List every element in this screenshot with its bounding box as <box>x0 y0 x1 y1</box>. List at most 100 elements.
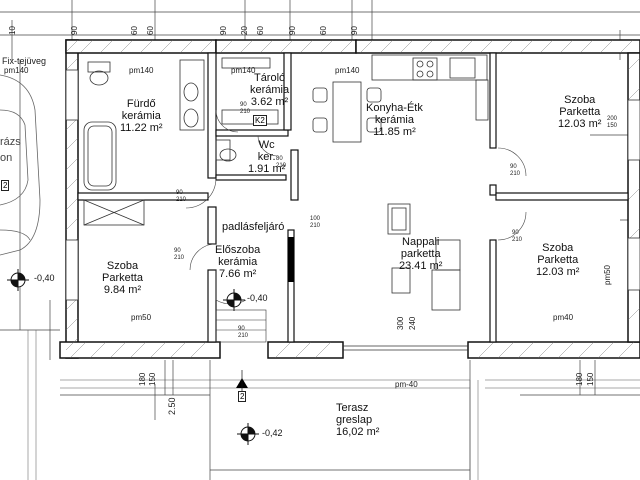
garage-label: rázs <box>0 136 21 148</box>
bottom-dim: 150 <box>148 372 157 386</box>
sliding-door-block <box>288 237 294 282</box>
dim-width: 90 <box>238 326 245 332</box>
dim-height: 210 <box>310 223 321 229</box>
room-area: 23.41 m² <box>399 260 443 272</box>
garage-label-2: on <box>0 152 13 164</box>
top-dim: 90 <box>350 26 359 35</box>
pm140-label: pm140 <box>231 66 256 75</box>
dim-width: 90 <box>512 230 519 236</box>
room-finish: parketta <box>400 248 441 260</box>
room-name: Konyha-Étk <box>366 102 423 114</box>
garage-car <box>0 74 41 256</box>
wall-hatching <box>65 39 640 359</box>
room-finish: kerámia <box>218 256 258 268</box>
room-finish: Parketta <box>537 254 579 266</box>
terrace-dim: 2.50 <box>167 397 177 415</box>
top-dim: 20 <box>240 26 249 35</box>
terrace-hatch <box>27 330 640 480</box>
room-area: 3.62 m² <box>250 96 289 108</box>
room-label-furdo: Fürdő kerámia 11.22 m² <box>120 98 163 134</box>
room-area: 7.66 m² <box>218 268 257 280</box>
bottom-dim: 180 <box>575 372 584 386</box>
dim-width: 90 <box>510 164 517 170</box>
room-label-szoba-ne: Szoba Parketta 12.03 m² <box>558 94 601 130</box>
dim-height: 210 <box>512 237 523 243</box>
room-name: Szoba <box>564 94 596 106</box>
room-finish: Parketta <box>559 106 601 118</box>
room-label-eloszoba: Előszoba kerámia 7.66 m² <box>215 244 260 280</box>
dim-width: 90 <box>176 190 183 196</box>
room-name: Előszoba <box>215 244 261 256</box>
room-label-konyha: Konyha-Étk kerámia 11.85 m² <box>366 102 423 138</box>
dim-width: 80 <box>276 156 283 162</box>
room-area: 11.85 m² <box>373 126 416 138</box>
pm140-label: pm140 <box>129 66 154 75</box>
pm140-label: pm140 <box>4 66 29 75</box>
room-area: 1.91 m² <box>248 163 286 175</box>
garage-tag: 2 <box>1 180 10 191</box>
room-finish: kerámia <box>250 84 290 96</box>
room-label-terasz: Terasz greslap 16,02 m² <box>336 402 379 438</box>
room-finish: kerámia <box>121 110 161 122</box>
dim-width: 200 <box>607 116 618 122</box>
top-dim: 60 <box>319 26 328 35</box>
room-finish: kerámia <box>374 114 414 126</box>
room-name: Wc <box>258 139 275 151</box>
dim-width: 90 <box>240 102 247 108</box>
room-name: Szoba <box>542 242 574 254</box>
room-area: 16,02 m² <box>336 426 380 438</box>
dim-width: 90 <box>174 248 181 254</box>
room-label-szoba-w: Szoba Parketta 9.84 m² <box>102 260 143 296</box>
room-label-tarolo: Tároló kerámia 3.62 m² <box>250 72 289 108</box>
dim-height: 210 <box>240 109 251 115</box>
room-area: 12.03 m² <box>558 118 602 130</box>
top-dim: 60 <box>130 26 139 35</box>
door-dim-front: 300 <box>396 316 405 330</box>
pm50-label: pm50 <box>131 313 152 322</box>
top-dim: 90 <box>288 26 297 35</box>
room-label-nappali: Nappali parketta 23.41 m² <box>399 236 442 272</box>
room-area: 9.84 m² <box>103 284 142 296</box>
pm140-label: pm140 <box>335 66 360 75</box>
room-name: Terasz <box>336 402 369 414</box>
room-area: 12.03 m² <box>536 266 580 278</box>
top-dim: 10 <box>8 26 17 35</box>
k2-tag: K2 <box>253 115 267 126</box>
room-area: 11.22 m² <box>120 122 163 134</box>
top-dim: 60 <box>146 26 155 35</box>
bottom-dim: 150 <box>586 372 595 386</box>
fixed-glass-label: Fix-tejüveg <box>2 56 47 66</box>
entrance-steps <box>215 309 267 343</box>
level-value: -0,40 <box>34 273 55 283</box>
level-value: -0,42 <box>262 428 283 438</box>
room-name: Tároló <box>253 72 286 84</box>
room-label-wc: Wc ker. 1.91 m² <box>248 139 285 175</box>
bottom-dim: 180 <box>138 372 147 386</box>
top-dim: 60 <box>256 26 265 35</box>
pm40-label: pm40 <box>553 313 574 322</box>
dim-height: 210 <box>238 333 249 339</box>
dim-height: 210 <box>176 197 187 203</box>
level-value: -0,40 <box>247 293 268 303</box>
dim-height: 210 <box>276 163 287 169</box>
room-name: Fürdő <box>126 98 156 110</box>
dim-width: 100 <box>310 216 321 222</box>
pm-40-label: pm-40 <box>395 380 418 389</box>
room-finish: greslap <box>336 414 373 426</box>
dim-height: 210 <box>174 255 185 261</box>
room-finish: ker. <box>257 151 276 163</box>
door-dim-front: 240 <box>408 316 417 330</box>
top-dim: 90 <box>70 26 79 35</box>
section-tag: 2 <box>238 391 247 402</box>
level-markers <box>7 269 259 445</box>
room-name: Nappali <box>402 236 440 248</box>
